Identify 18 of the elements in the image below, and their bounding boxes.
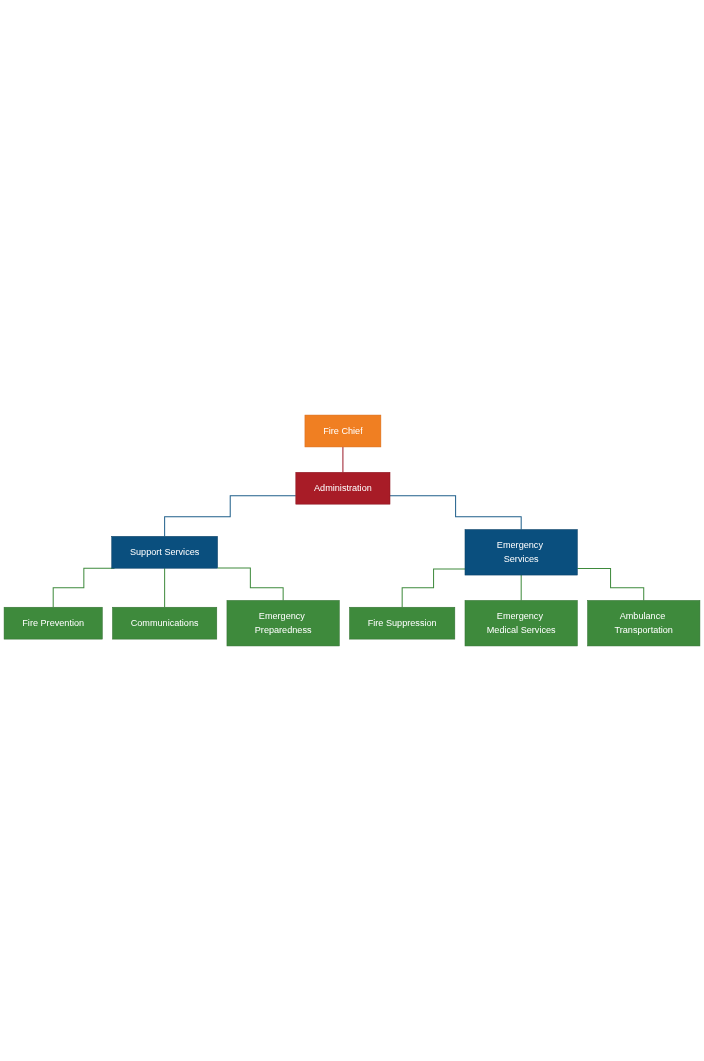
node-box: Fire Suppression [349,606,456,640]
connector [389,495,522,530]
node-box: Fire Prevention [3,606,103,640]
connector [520,574,522,601]
connector [401,568,466,608]
node-box: Administration [295,472,391,505]
connector [164,567,166,608]
node-box: Fire Chief [304,414,382,448]
node-box: Emergency Medical Services [464,600,578,647]
node-box: Emergency Preparedness [226,600,340,647]
node-box: Ambulance Transportation [587,600,701,647]
node-box: Support Services [111,536,218,569]
connector [342,446,344,473]
node-box: Communications [112,606,218,640]
connector [217,567,284,601]
node-box: Emergency Services [464,529,578,576]
connector [164,495,297,537]
connector [576,568,645,601]
